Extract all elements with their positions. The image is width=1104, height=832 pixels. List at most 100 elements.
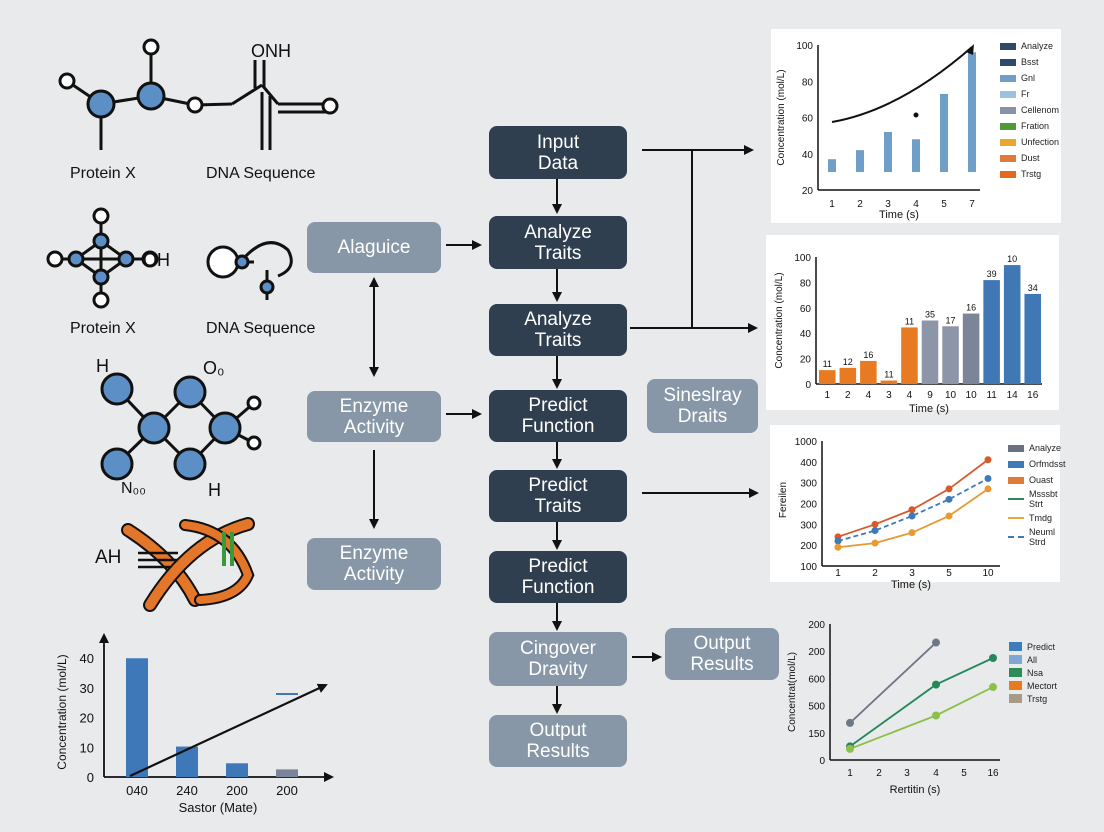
input-data-box: Input Data <box>489 126 627 179</box>
chart-3-data-point <box>871 520 879 528</box>
cingover-dravity-box: Cingover Dravity <box>489 632 627 686</box>
chart-1-trend-point <box>913 112 919 118</box>
chart-1-legend-swatch <box>1000 106 1016 114</box>
chart-2-data-label: 17 <box>946 315 956 325</box>
dna-helix-icon <box>121 517 255 612</box>
chart-1-legend-item: Dust <box>1000 150 1059 166</box>
chart-3-legend-label: Analyze <box>1029 443 1062 453</box>
chart-1-x-tick-label: 4 <box>913 199 919 210</box>
chart-3-data-point <box>984 475 992 482</box>
chart-4-legend-item: Predict <box>1009 640 1057 653</box>
chart-1-legend-label: Fration <box>1021 121 1050 131</box>
chart-4-legend-swatch <box>1009 668 1022 677</box>
chart-2-bar <box>1024 293 1041 384</box>
chart-4-legend-label: Mectort <box>1027 680 1058 691</box>
atom-label-onh: ONH <box>251 41 291 61</box>
protein-atoms-1 <box>58 38 339 119</box>
chart-5-x-tick-label: 200 <box>226 783 248 798</box>
chart-2-y-tick-label: 80 <box>800 278 812 289</box>
chart-3-legend-swatch <box>1008 517 1024 519</box>
chart-4-legend-item: All <box>1009 653 1057 666</box>
chart-4-y-tick-label: 600 <box>808 674 825 685</box>
chart-4-series-line <box>849 641 937 724</box>
chart-1-x-tick-label: 2 <box>857 199 863 210</box>
chart-3-y-tick-label: 400 <box>800 458 817 469</box>
chart-2-data-label: 35 <box>925 310 935 320</box>
chart-1-legend-swatch <box>1000 58 1016 66</box>
chart-2-y-tick-label: 40 <box>800 329 812 340</box>
chart-2-y-axis-label: Concentration (mol/L) <box>774 272 785 368</box>
chart-2-x-tick-label: 11 <box>986 390 997 401</box>
analyze-traits-box-2: Analyze Traits <box>489 304 627 356</box>
chart-1-y-tick-label: 60 <box>802 114 814 125</box>
chart-1-legend-label: Unfection <box>1021 137 1060 147</box>
chart-2-data-label: 39 <box>987 269 997 279</box>
chart-5-x-tick-label: 200 <box>276 783 298 798</box>
chart-1-legend-label: Trstg <box>1021 169 1042 179</box>
chart-2-data-label: 34 <box>1028 283 1038 293</box>
chart-2-data-label: 10 <box>1007 254 1017 264</box>
chart-4-legend-label: Nsa <box>1027 667 1044 678</box>
chart-3-data-point <box>945 485 953 493</box>
protein-label-2: Protein X <box>70 320 136 337</box>
chart-1-bar <box>884 132 892 172</box>
chart-2-x-tick-label: 2 <box>845 390 851 401</box>
chart-4-x-tick-label: 4 <box>933 768 939 779</box>
chart-2-y-tick-label: 100 <box>794 253 811 264</box>
chart-5-y-axis-label: Concentration (mol/L) <box>55 654 69 769</box>
chart-2-bar <box>880 380 898 384</box>
chart-2-data-label: 11 <box>823 359 832 369</box>
chart-4-x-tick-label: 5 <box>961 768 967 779</box>
chart-1-trend-line <box>831 46 973 123</box>
chart-4-y-tick-label: 200 <box>808 620 825 631</box>
flow-arrows <box>369 145 759 714</box>
chart-1-bar <box>828 159 836 172</box>
chart-1-legend-swatch <box>1000 170 1016 178</box>
chart-1-legend-item: Unfection <box>1000 134 1059 150</box>
chart-3-x-axis-label: Time (s) <box>891 579 931 591</box>
chart-1-legend-label: Dust <box>1021 153 1040 163</box>
chart-3-data-point <box>871 527 879 535</box>
chart-4-legend-label: All <box>1027 654 1038 665</box>
chart-5-x-axis-label: Sastor (Mate) <box>179 800 258 815</box>
chart-2-data-label: 12 <box>843 357 853 367</box>
chart-1-x-tick-label: 1 <box>829 199 835 210</box>
chart-2-x-tick-label: 4 <box>907 390 913 401</box>
chart-3-data-point <box>984 485 992 493</box>
chart-1-trend-arrowhead <box>966 44 974 55</box>
chart-3-legend-swatch <box>1008 536 1024 538</box>
chart-3-legend-item: Analyze <box>1008 440 1066 456</box>
chart-3-series-line <box>837 459 989 538</box>
chart-1-legend-item: Fration <box>1000 118 1059 134</box>
chart-3-data-point <box>834 543 842 551</box>
chart-1-legend-item: Trstg <box>1000 166 1059 182</box>
chart-4-legend-swatch <box>1009 642 1022 651</box>
chart-5-y-tick-label: 40 <box>80 651 94 666</box>
chart-1-y-tick-label: 100 <box>796 41 813 52</box>
chart-3-data-point <box>834 537 842 545</box>
chart-3-data-point <box>945 495 953 503</box>
chart-1-legend-swatch <box>1000 74 1016 82</box>
chart-4-legend-label: Trstg <box>1027 693 1048 704</box>
chart-1-bar <box>968 52 976 172</box>
chart-4-data-point <box>932 711 940 720</box>
chart-1-legend-item: Gnl <box>1000 70 1059 86</box>
chart-4-legend-item: Mectort <box>1009 679 1057 692</box>
chart-1-legend-item: Cellenom <box>1000 102 1059 118</box>
chart-4-legend-label: Predict <box>1027 641 1056 652</box>
protein-atoms-2 <box>46 207 159 309</box>
chart-1-y-tick-label: 20 <box>802 186 814 197</box>
chart-4-legend-item: Trstg <box>1009 692 1057 705</box>
chart-4-series-line <box>849 686 994 750</box>
chart-4-y-axis-label: Concentrat(mol/L) <box>787 652 798 732</box>
chart-2-bar <box>819 370 836 384</box>
chart-4-legend-swatch <box>1009 655 1022 664</box>
chart-2-y-tick-label: 60 <box>800 304 812 315</box>
chart-3-legend-item: Neuml Strd <box>1008 526 1066 548</box>
chart-4-x-tick-label: 3 <box>904 768 910 779</box>
chart-4-legend-item: Nsa <box>1009 666 1057 679</box>
predict-traits-box: Predict Traits <box>489 470 627 522</box>
